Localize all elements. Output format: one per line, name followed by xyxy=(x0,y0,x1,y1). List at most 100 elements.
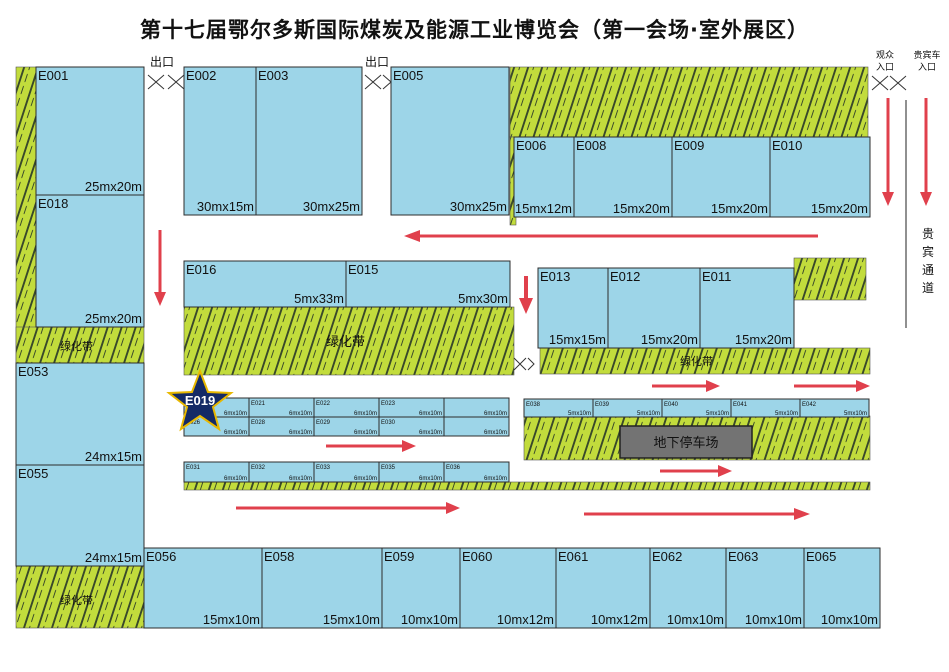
exit-icon xyxy=(364,74,392,90)
booth-id: E026 xyxy=(186,420,201,426)
booth-e013: E013 15mx15m xyxy=(537,267,609,349)
booth-size: 6mx10m xyxy=(419,430,442,436)
booth-id: E015 xyxy=(348,262,378,277)
booth-id: E041 xyxy=(733,402,748,408)
booth-id: E053 xyxy=(18,364,48,379)
booth-id: E013 xyxy=(540,269,570,284)
booth-small: E042 5mx10m xyxy=(799,398,870,418)
booth-size: 15mx20m xyxy=(735,332,792,347)
booth-id: E060 xyxy=(462,549,492,564)
booth-size: 5mx10m xyxy=(844,411,867,417)
booth-id: E039 xyxy=(595,402,610,408)
exit-icon xyxy=(147,74,185,90)
arrow-head xyxy=(920,192,932,206)
booth-rect xyxy=(803,547,881,629)
booth-size: 10mx10m xyxy=(745,612,802,627)
booth-id: E016 xyxy=(186,262,216,277)
booth-size: 10mx10m xyxy=(401,612,458,627)
arrow-head xyxy=(718,465,732,477)
arrow-head xyxy=(404,230,420,242)
booth-id: E042 xyxy=(802,402,817,408)
vip-lane-label: 宾 xyxy=(922,244,934,259)
booth-rect xyxy=(15,362,145,466)
booth-rect xyxy=(513,136,575,218)
gate-icon xyxy=(513,357,535,371)
booth-size: 6mx10m xyxy=(289,476,312,482)
booth-size: 15mx10m xyxy=(323,612,380,627)
booth-size: 30mx25m xyxy=(303,199,360,214)
booth-id: E062 xyxy=(652,549,682,564)
green-belt-label: 绿化带 xyxy=(60,339,93,353)
booth-size: 25mx20m xyxy=(85,311,142,326)
booth-rect xyxy=(769,136,871,218)
booth-rect xyxy=(35,194,145,328)
booth-size: 24mx15m xyxy=(85,449,142,464)
booth-rect xyxy=(381,547,461,629)
booth-size: 6mx10m xyxy=(224,476,247,482)
booth-rect xyxy=(345,260,511,308)
vip-lane-label: 道 xyxy=(922,281,934,295)
booth-rect xyxy=(699,267,795,349)
booth-size: 5mx10m xyxy=(706,411,729,417)
booth-size: 30mx25m xyxy=(450,199,507,214)
booth-size: 15mx20m xyxy=(711,201,768,216)
booth-size: 6mx10m xyxy=(484,411,507,417)
booth-rect xyxy=(255,66,363,216)
booth-size: 15mx20m xyxy=(641,332,698,347)
vip-lane-label: 贵 xyxy=(922,227,934,241)
booth-rect xyxy=(183,66,257,216)
booth-id: E023 xyxy=(381,401,396,407)
green-belt-label: 绿化带 xyxy=(680,354,713,368)
exit-gates xyxy=(147,74,907,371)
audience-entrance-label: 入口 xyxy=(876,62,894,73)
arrow-head xyxy=(706,380,720,392)
green-belt-top-right xyxy=(509,66,869,138)
booth-size: 10mx12m xyxy=(497,612,554,627)
booth-size: 24mx15m xyxy=(85,550,142,565)
booth-size: 30mx15m xyxy=(197,199,254,214)
arrow-head xyxy=(402,440,416,452)
booth-id: E021 xyxy=(251,401,266,407)
booth-small: E021 6mx10m xyxy=(248,397,315,418)
booth-size: 15mx12m xyxy=(515,201,572,216)
green-belt-bottom-strip xyxy=(183,481,871,491)
booth-id: E002 xyxy=(186,68,216,83)
booth-size: 5mx10m xyxy=(637,411,660,417)
booth-id: E009 xyxy=(674,138,704,153)
vip-entrance-label: 贵宾车 xyxy=(913,49,940,61)
booth-size: 10mx12m xyxy=(591,612,648,627)
green-belt-left xyxy=(15,66,37,364)
booth-id: E029 xyxy=(316,420,331,426)
booth-rect xyxy=(537,267,609,349)
booth-small: E030 6mx10m xyxy=(378,416,445,437)
booth-size: 6mx10m xyxy=(289,430,312,436)
booth-small: 6mx10m xyxy=(443,397,510,418)
booth-size: 15mx15m xyxy=(549,332,606,347)
green-belt-bottom-left xyxy=(15,565,145,629)
booth-size: 15mx20m xyxy=(613,201,670,216)
arrow-head xyxy=(882,192,894,206)
green-belts xyxy=(15,66,871,629)
booth-size: 5mx33m xyxy=(294,291,344,306)
booth-size: 6mx10m xyxy=(289,411,312,417)
arrow-head xyxy=(446,502,460,514)
booth-id: E038 xyxy=(526,402,541,408)
arrow-head xyxy=(154,292,166,306)
booth-small: E039 5mx10m xyxy=(592,398,663,418)
booth-id: E030 xyxy=(381,420,396,426)
booth-id: E036 xyxy=(446,465,461,471)
